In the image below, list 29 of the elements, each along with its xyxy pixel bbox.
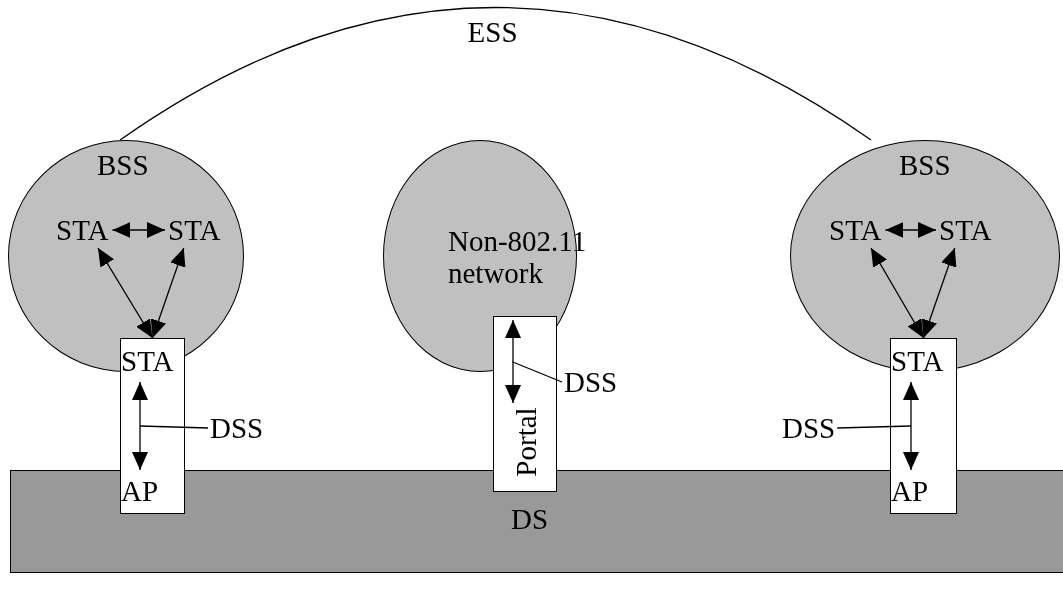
double-arrow xyxy=(150,247,186,339)
region-label: BSS xyxy=(899,149,951,181)
node-label: DSS xyxy=(564,366,618,398)
node-label: DSS xyxy=(782,412,836,444)
node-label: STA xyxy=(939,214,992,246)
region-label: Portal xyxy=(510,407,542,477)
region-label: Non-802.11 network xyxy=(448,225,588,289)
region-label: AP xyxy=(891,475,929,507)
double-arrow xyxy=(111,222,166,238)
region-label: BSS xyxy=(97,149,149,181)
double-arrow xyxy=(921,247,957,339)
double-arrow xyxy=(884,222,937,238)
node-label: DSS xyxy=(210,412,264,444)
region-label: STA xyxy=(891,345,944,377)
region-label: AP xyxy=(121,475,159,507)
arc-line xyxy=(119,6,872,141)
leader-line xyxy=(511,361,563,383)
double-arrow xyxy=(870,247,925,339)
node-label: STA xyxy=(56,214,109,246)
leader-line xyxy=(836,425,912,429)
device-box xyxy=(493,316,557,492)
region-label: STA xyxy=(121,345,174,377)
node-label: STA xyxy=(168,214,221,246)
node-label: STA xyxy=(829,214,882,246)
device-box xyxy=(890,338,957,514)
device-box xyxy=(120,338,185,514)
double-arrow xyxy=(97,247,154,339)
region-label: DS xyxy=(511,503,549,535)
leader-line xyxy=(139,425,209,429)
